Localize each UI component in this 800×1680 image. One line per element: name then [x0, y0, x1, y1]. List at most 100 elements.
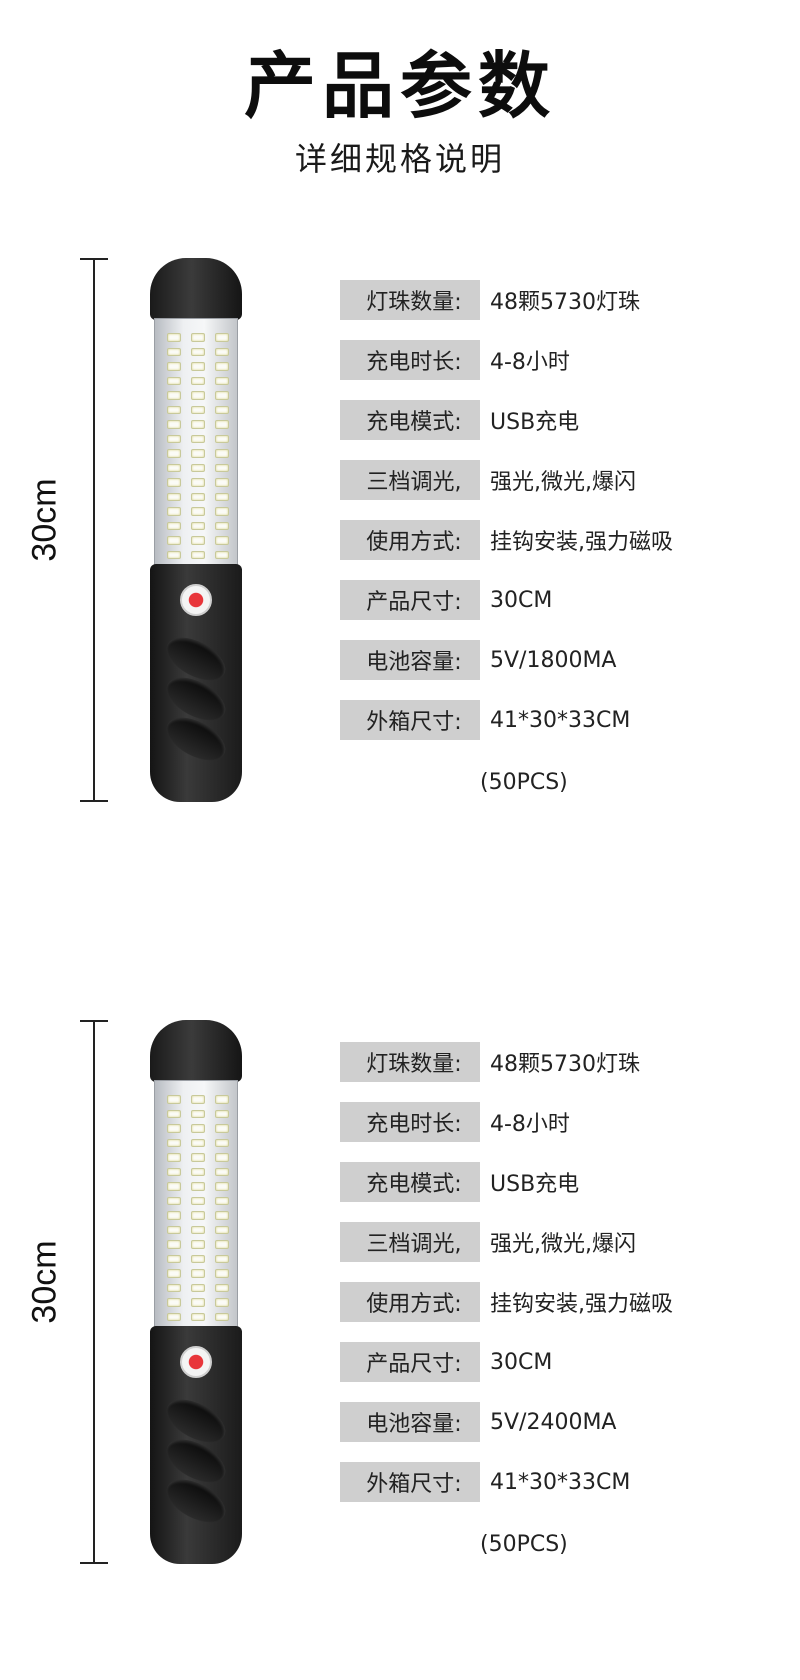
led-bead: [167, 1298, 181, 1307]
ruler-line: [93, 258, 95, 802]
led-bead: [215, 420, 229, 429]
ruler-line: [93, 1020, 95, 1564]
carton-quantity: (50PCS): [480, 1532, 568, 1557]
height-ruler: [80, 258, 110, 802]
led-bead: [215, 1124, 229, 1133]
led-bead: [215, 550, 229, 559]
spec-value: 48颗5730灯珠: [490, 290, 640, 315]
spec-value: USB充电: [490, 410, 580, 435]
led-bead: [215, 478, 229, 487]
led-bead: [215, 449, 229, 458]
led-bead: [191, 1283, 205, 1292]
spec-row-charge-mode: 充电模式:USB充电: [340, 1162, 780, 1202]
spec-list: 灯珠数量:48颗5730灯珠 充电时长: 4-8小时 充电模式:USB充电 三档调…: [340, 1042, 780, 1522]
spec-value: 48颗5730灯珠: [490, 1052, 640, 1077]
led-bead: [167, 434, 181, 443]
led-bead: [167, 347, 181, 356]
led-bead: [215, 1153, 229, 1162]
spec-value: 4-8小时: [490, 1112, 570, 1137]
led-bead: [167, 1283, 181, 1292]
led-bead: [167, 1225, 181, 1234]
led-bead: [191, 1124, 205, 1133]
spec-label: 三档调光,: [340, 1222, 480, 1262]
spec-row-dimming: 三档调光,强光,微光,爆闪: [340, 1222, 780, 1262]
spec-label: 三档调光,: [340, 460, 480, 500]
spec-value: 30CM: [490, 587, 553, 613]
led-bead: [167, 449, 181, 458]
led-bead: [191, 1240, 205, 1249]
led-bead: [191, 1138, 205, 1147]
led-bead: [167, 1269, 181, 1278]
ruler-bottom-cap: [80, 1562, 108, 1564]
led-bead: [191, 492, 205, 501]
led-bead: [191, 1254, 205, 1263]
spec-value: 41*30*33CM: [490, 707, 631, 733]
power-button-icon: [180, 1346, 212, 1378]
led-bead: [191, 521, 205, 530]
spec-label: 充电时长:: [340, 1102, 480, 1142]
spec-label: 产品尺寸:: [340, 580, 480, 620]
spec-row-usage: 使用方式:挂钩安装,强力磁吸: [340, 520, 780, 560]
spec-label: 充电模式:: [340, 1162, 480, 1202]
spec-row-carton: 外箱尺寸:41*30*33CM: [340, 1462, 780, 1502]
led-bead: [215, 507, 229, 516]
led-bead: [167, 405, 181, 414]
led-bead: [167, 1182, 181, 1191]
led-bead: [191, 420, 205, 429]
spec-value: 30CM: [490, 1349, 553, 1375]
led-bead: [215, 521, 229, 530]
power-button-icon: [180, 584, 212, 616]
led-bead: [191, 550, 205, 559]
led-bead: [215, 405, 229, 414]
led-bead: [167, 521, 181, 530]
led-bead: [215, 376, 229, 385]
ruler-label: 30cm: [25, 478, 64, 562]
led-bead: [191, 1167, 205, 1176]
product-section-2400ma: 30cm 灯珠数量:48颗5730灯珠 充电时长: 4-8小时 充电模式:USB充…: [0, 1012, 800, 1572]
led-bead: [215, 1269, 229, 1278]
page-subtitle: 详细规格说明: [294, 140, 505, 178]
ruler-label: 30cm: [25, 1240, 64, 1324]
spec-label: 外箱尺寸:: [340, 700, 480, 740]
spec-value: 41*30*33CM: [490, 1469, 631, 1495]
product-section-1800ma: 30cm 灯珠数量:48颗5730灯珠 充电时长:4-8小时 充电模式:USB充…: [0, 250, 800, 810]
led-bead: [167, 333, 181, 342]
led-bead: [167, 1095, 181, 1104]
led-bead: [167, 1138, 181, 1147]
led-bead: [191, 1153, 205, 1162]
led-bead: [191, 1196, 205, 1205]
led-bead: [167, 1312, 181, 1321]
spec-label: 充电模式:: [340, 400, 480, 440]
led-bead: [191, 507, 205, 516]
spec-row-led-count: 灯珠数量:48颗5730灯珠: [340, 1042, 780, 1082]
spec-label: 电池容量:: [340, 1402, 480, 1442]
led-bead: [167, 536, 181, 545]
led-bead: [215, 391, 229, 400]
led-bead: [215, 1225, 229, 1234]
spec-label: 使用方式:: [340, 520, 480, 560]
spec-row-carton: 外箱尺寸: 41*30*33CM: [340, 700, 780, 740]
spec-row-charge-time: 充电时长:4-8小时: [340, 340, 780, 380]
led-bead: [191, 362, 205, 371]
led-bead: [191, 333, 205, 342]
led-bead: [167, 550, 181, 559]
spec-label: 使用方式:: [340, 1282, 480, 1322]
led-bead: [167, 391, 181, 400]
ruler-bottom-cap: [80, 800, 108, 802]
spec-value: 5V/2400MA: [490, 1409, 617, 1435]
led-bead: [215, 1196, 229, 1205]
led-bead: [191, 449, 205, 458]
height-ruler: [80, 1020, 110, 1564]
spec-value: 挂钩安装,强力磁吸: [490, 1292, 673, 1317]
spec-row-usage: 使用方式: 挂钩安装,强力磁吸: [340, 1282, 780, 1322]
spec-list: 灯珠数量:48颗5730灯珠 充电时长:4-8小时 充电模式:USB充电 三档调…: [340, 280, 780, 760]
spec-row-charge-mode: 充电模式: USB充电: [340, 400, 780, 440]
led-grid: [167, 1095, 229, 1321]
spec-row-charge-time: 充电时长: 4-8小时: [340, 1102, 780, 1142]
led-bead: [191, 347, 205, 356]
led-bead: [167, 507, 181, 516]
led-bead: [215, 434, 229, 443]
led-bead: [215, 492, 229, 501]
spec-row-battery: 电池容量: 5V/2400MA: [340, 1402, 780, 1442]
led-bead: [191, 1225, 205, 1234]
